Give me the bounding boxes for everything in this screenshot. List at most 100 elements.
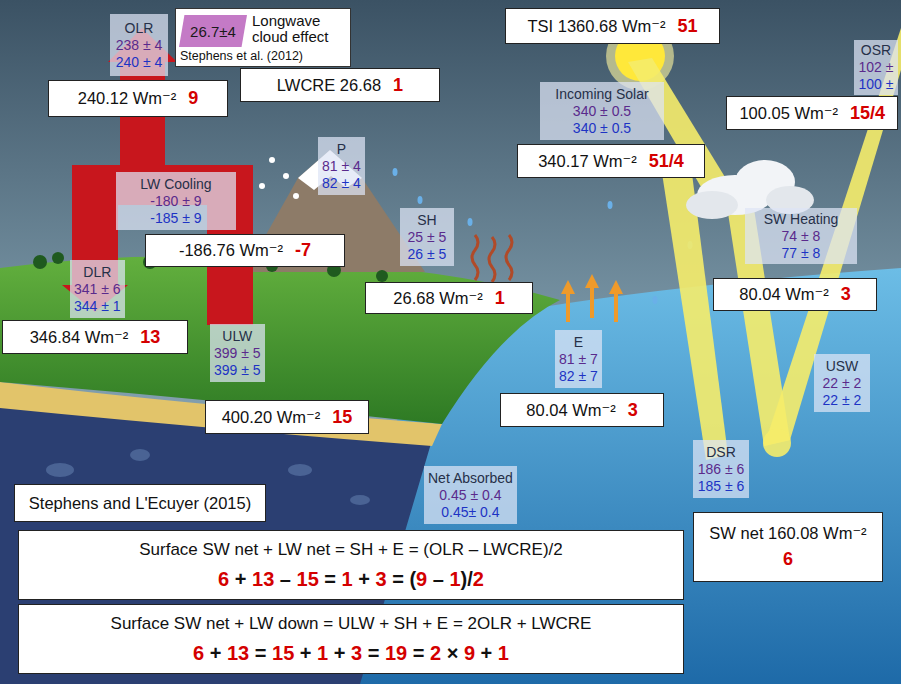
- value-text: 100 ±: [859, 76, 894, 93]
- value-text: 340 ± 0.5: [573, 103, 631, 120]
- label-text: Stephens and L'Ecuyer (2015): [29, 494, 251, 513]
- flux-label: ULW399 ± 5399 ± 5: [210, 324, 265, 382]
- cloud-effect-box: Longwave cloud effectStephens et al. (20…: [175, 8, 351, 67]
- equation-operator: –: [274, 568, 296, 590]
- equation-operator: +: [229, 568, 252, 590]
- value-box: 80.04 Wm⁻²3: [713, 278, 877, 311]
- value-text: 3: [628, 400, 638, 421]
- heat-wave: [472, 235, 478, 280]
- label-text: LW Cooling: [140, 176, 211, 193]
- equation-number: 2: [430, 642, 441, 664]
- pebble: [350, 495, 370, 505]
- equation-operator: +: [353, 568, 376, 590]
- value-text: 81 ± 7: [559, 351, 598, 368]
- flux-label: DSR186 ± 6185 ± 6: [693, 440, 749, 498]
- value-box: LWCRE 26.681: [240, 68, 440, 102]
- raindrop: [653, 296, 658, 304]
- value-text: 185 ± 6: [698, 478, 745, 495]
- value-box: TSI 1360.68 Wm⁻² 51: [505, 8, 720, 44]
- flux-label: SW Heating74 ± 877 ± 8: [745, 208, 857, 264]
- equation-number: 13: [227, 642, 249, 664]
- value-text: 74 ± 8: [782, 228, 821, 245]
- equation-operator: =: [362, 642, 385, 664]
- label-text: SW Heating: [764, 211, 839, 228]
- flux-label: LW Cooling-180 ± 9-185 ± 9: [116, 172, 236, 230]
- snowflake: [269, 157, 275, 163]
- value-box: SW net 160.08 Wm⁻² 6: [693, 512, 883, 582]
- flux-label: DLR341 ± 6344 ± 1: [70, 260, 125, 318]
- value-text: 6: [783, 549, 793, 570]
- label-text: 340.17 Wm⁻²: [538, 152, 637, 171]
- label-text: Net Absorbed: [428, 470, 513, 487]
- value-text: 13: [140, 327, 160, 348]
- equation-operator: = (: [387, 568, 416, 590]
- flux-label: Incoming Solar340 ± 0.5340 ± 0.5: [540, 82, 664, 140]
- evaporation-arrow: [590, 286, 594, 318]
- parallelogram-fill: [179, 15, 247, 47]
- value-text: Stephens et al. (2012): [180, 49, 344, 63]
- arrowhead: [561, 280, 575, 294]
- value-text: 0.45± 0.4: [441, 504, 499, 521]
- equation-operator: ×: [441, 642, 464, 664]
- equation-number: 9: [464, 642, 475, 664]
- label-text: SW net 160.08 Wm⁻²: [709, 524, 866, 543]
- snowflake: [283, 173, 289, 179]
- equation-number: 13: [252, 568, 274, 590]
- flux-label: Net Absorbed0.45 ± 0.40.45± 0.4: [424, 466, 517, 524]
- value-text: 82 ± 4: [322, 175, 361, 192]
- label-text: E: [574, 334, 583, 351]
- value-box: 346.84 Wm⁻² 13: [2, 320, 188, 354]
- label-text: 346.84 Wm⁻²: [30, 328, 129, 347]
- value-box: 26.68 Wm⁻²1: [365, 282, 533, 314]
- value-text: -180 ± 9: [150, 193, 201, 210]
- value-text: 1: [393, 75, 403, 96]
- equation-number: 9: [416, 568, 427, 590]
- value-box: 400.20 Wm⁻²15: [205, 400, 369, 434]
- value-text: 399 ± 5: [214, 362, 261, 379]
- value-box: 80.04 Wm⁻²3: [500, 393, 664, 427]
- heat-wave: [489, 237, 495, 282]
- equation-number: 15: [272, 642, 294, 664]
- value-text: -7: [295, 240, 311, 261]
- label-text: SH: [417, 212, 436, 229]
- value-text: 3: [841, 284, 851, 305]
- flux-label: SH25 ± 526 ± 5: [400, 208, 454, 266]
- equation-number: 1: [449, 568, 460, 590]
- value-text: 0.45 ± 0.4: [439, 487, 501, 504]
- value-text: 22 ± 2: [823, 392, 862, 409]
- heat-wave: [506, 235, 512, 280]
- value-text: 51: [677, 16, 697, 37]
- label-text: 26.68 Wm⁻²: [393, 289, 482, 308]
- equation-number: 3: [375, 568, 386, 590]
- value-text: 186 ± 6: [698, 461, 745, 478]
- equation-number: 6: [193, 642, 204, 664]
- value-text: 15/4: [850, 103, 885, 124]
- label-text: USW: [826, 358, 859, 375]
- equation-number: 15: [297, 568, 319, 590]
- value-box: -186.76 Wm⁻²-7: [145, 234, 345, 267]
- label-text: 26.7±4: [190, 23, 236, 40]
- equation-number: 1: [498, 642, 509, 664]
- raindrop: [608, 201, 613, 209]
- equation-text: Surface SW net + LW down = ULW + SH + E …: [111, 614, 592, 634]
- cloud-effect-value: 26.7±4: [179, 15, 247, 47]
- snowflake: [259, 183, 265, 189]
- tree: [52, 252, 64, 264]
- value-text: 240 ± 4: [116, 54, 163, 71]
- equation-numbers: 6 + 13 = 15 + 1 + 3 = 19 = 2 × 9 + 1: [193, 642, 509, 665]
- equation-operator: )/: [461, 568, 473, 590]
- label-text: TSI 1360.68 Wm⁻²: [527, 17, 665, 36]
- value-text: 9: [188, 88, 198, 109]
- value-text: 399 ± 5: [214, 345, 261, 362]
- label-text: Incoming Solar: [555, 86, 648, 103]
- cloud: [686, 191, 738, 219]
- label-text: Longwave cloud effect: [252, 13, 344, 45]
- value-text: 341 ± 6: [74, 281, 121, 298]
- value-text: 81 ± 4: [322, 158, 361, 175]
- value-text: 82 ± 7: [559, 368, 598, 385]
- equation-text: Surface SW net + LW net = SH + E = (OLR …: [139, 540, 563, 560]
- label-text: 400.20 Wm⁻²: [222, 408, 321, 427]
- label-text: OLR: [125, 20, 154, 37]
